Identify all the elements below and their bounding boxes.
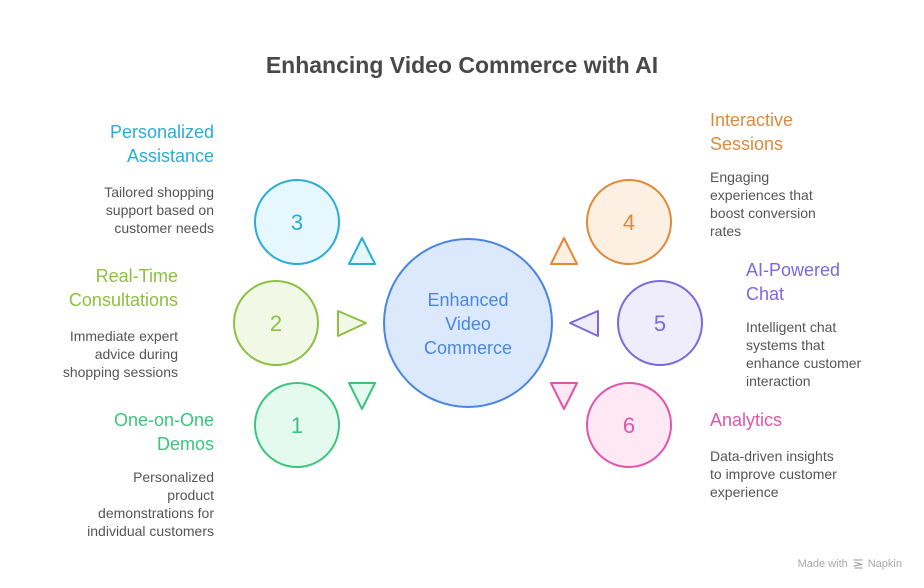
triangle-arrow-icon xyxy=(348,237,376,265)
triangle-arrow-icon xyxy=(550,382,578,410)
made-with-napkin-badge[interactable]: Made with Napkin xyxy=(798,558,902,570)
desc-line: to improve customer xyxy=(710,466,837,482)
desc-line: support based on xyxy=(105,202,214,218)
center-label-line: Commerce xyxy=(424,338,512,358)
number-circle xyxy=(586,382,672,468)
number-circle xyxy=(586,179,672,265)
desc-line: demonstrations for xyxy=(98,505,214,521)
desc-line: product xyxy=(167,487,214,503)
desc-line: shopping sessions xyxy=(62,364,178,380)
node-3: 3 xyxy=(254,179,376,265)
desc-line: systems that xyxy=(746,337,825,353)
title-line: Demos xyxy=(156,434,214,454)
title-line: One-on-One xyxy=(113,410,214,430)
node-number: 5 xyxy=(654,311,666,336)
napkin-logo-icon xyxy=(853,559,863,569)
center-node: Enhanced Video Commerce xyxy=(383,238,553,408)
desc-line: experience xyxy=(710,484,779,500)
desc-line: Intelligent chat xyxy=(746,319,837,335)
footer-brand: Napkin xyxy=(867,558,902,570)
node-4: 4 xyxy=(550,179,672,265)
desc-line: interaction xyxy=(746,373,811,389)
title-line: Consultations xyxy=(68,290,178,310)
desc-line: boost conversion xyxy=(710,205,816,221)
item-title-interactive-sessions: Interactive Sessions xyxy=(710,108,793,156)
desc-line: Immediate expert xyxy=(69,328,178,344)
title-line: Assistance xyxy=(126,146,214,166)
desc-line: advice during xyxy=(94,346,178,362)
item-desc-ai-powered-chat: Intelligent chat systems that enhance cu… xyxy=(746,318,861,390)
title-line: Personalized xyxy=(109,122,214,142)
desc-line: Tailored shopping xyxy=(104,184,214,200)
item-desc-personalized-assistance: Tailored shopping support based on custo… xyxy=(104,183,214,237)
item-title-analytics: Analytics xyxy=(710,408,782,432)
title-line: Analytics xyxy=(710,410,783,430)
node-number: 6 xyxy=(623,413,635,438)
center-label-line: Enhanced xyxy=(427,290,508,310)
node-number: 4 xyxy=(623,210,635,235)
number-circle xyxy=(254,179,340,265)
node-number: 2 xyxy=(270,311,282,336)
node-2: 2 xyxy=(233,280,367,366)
desc-line: Engaging xyxy=(710,169,770,185)
triangle-arrow-icon xyxy=(348,382,376,410)
triangle-arrow-icon xyxy=(550,237,578,265)
desc-line: rates xyxy=(710,223,742,239)
center-label-line: Video xyxy=(445,314,491,334)
node-5: 5 xyxy=(569,280,703,366)
number-circle xyxy=(233,280,319,366)
desc-line: Personalized xyxy=(133,469,214,485)
center-circle xyxy=(383,238,553,408)
item-title-one-on-one-demos: One-on-One Demos xyxy=(114,408,214,456)
triangle-arrow-icon xyxy=(569,310,599,337)
item-title-ai-powered-chat: AI-Powered Chat xyxy=(746,258,840,306)
item-desc-interactive-sessions: Engaging experiences that boost conversi… xyxy=(710,168,816,240)
item-title-real-time-consultations: Real-Time Consultations xyxy=(69,264,178,312)
triangle-arrow-icon xyxy=(337,310,367,337)
desc-line: individual customers xyxy=(87,523,214,539)
desc-line: Data-driven insights xyxy=(710,448,834,464)
item-title-personalized-assistance: Personalized Assistance xyxy=(110,120,214,168)
item-desc-one-on-one-demos: Personalized product demonstrations for … xyxy=(87,468,214,540)
title-line: Real-Time xyxy=(95,266,178,286)
title-line: Interactive xyxy=(710,110,794,130)
node-1: 1 xyxy=(254,382,376,468)
node-number: 1 xyxy=(291,413,303,438)
desc-line: customer needs xyxy=(114,220,214,236)
node-6: 6 xyxy=(550,382,672,468)
footer-text: Made with xyxy=(797,558,848,570)
item-desc-analytics: Data-driven insights to improve customer… xyxy=(710,447,837,501)
item-desc-real-time-consultations: Immediate expert advice during shopping … xyxy=(63,327,178,381)
title-line: Sessions xyxy=(710,134,784,154)
diagram-title: Enhancing Video Commerce with AI xyxy=(265,52,659,78)
number-circle xyxy=(254,382,340,468)
node-number: 3 xyxy=(291,210,303,235)
desc-line: experiences that xyxy=(710,187,813,203)
title-line: AI-Powered xyxy=(746,260,841,280)
number-circle xyxy=(617,280,703,366)
desc-line: enhance customer xyxy=(746,355,862,371)
title-line: Chat xyxy=(746,284,785,304)
